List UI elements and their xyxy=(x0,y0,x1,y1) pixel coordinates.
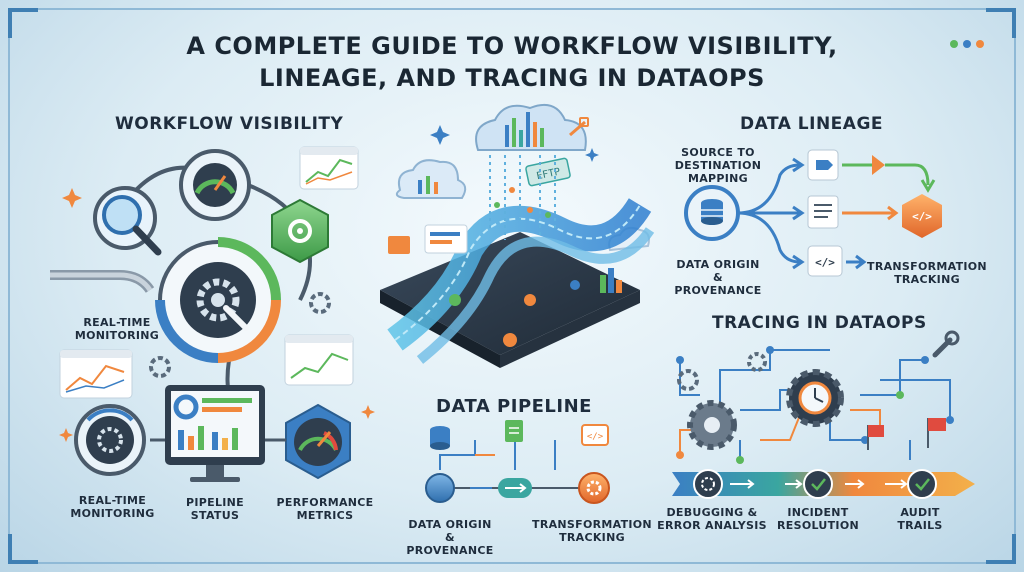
code-icon: </> xyxy=(581,424,609,446)
line-chart-card-icon xyxy=(59,349,133,399)
small-gear-icon xyxy=(677,352,767,391)
line-chart-card-icon xyxy=(284,334,354,386)
monitoring-gear-icon xyxy=(155,237,281,363)
pipeline-flow: </> xyxy=(425,420,610,504)
label-lineage-origin: DATA ORIGIN& PROVENANCE xyxy=(674,258,762,297)
frame-corner xyxy=(986,8,1016,38)
flag-icon xyxy=(927,418,946,448)
wrench-icon xyxy=(932,330,960,358)
label-pipeline-origin: DATA ORIGIN& PROVENANCE xyxy=(406,518,494,557)
tracing-title: TRACING IN DATAOPS xyxy=(712,313,927,333)
frame-corner xyxy=(8,8,38,38)
clock-gear-icon xyxy=(786,369,844,427)
performance-gauge-icon xyxy=(285,403,351,480)
frame-corner xyxy=(986,534,1016,564)
frame-corner xyxy=(8,534,38,564)
page-title: A COMPLETE GUIDE TO WORKFLOW VISIBILITY,… xyxy=(0,30,1024,94)
title-line-2: LINEAGE, AND TRACING IN DATAOPS xyxy=(259,64,765,92)
tag-icon: EFTP xyxy=(525,157,571,187)
tracing-graphic xyxy=(672,330,975,499)
database-icon xyxy=(430,426,450,450)
database-circle-icon xyxy=(684,185,740,241)
cloud-icon xyxy=(475,104,587,151)
workflow-visibility-title: WORKFLOW VISIBILITY xyxy=(115,114,344,134)
line-chart-card-icon xyxy=(299,146,359,190)
tracing-timeline xyxy=(672,469,975,499)
data-lineage-graphic: </> </> xyxy=(684,149,942,277)
svg-text:</>: </> xyxy=(912,210,932,223)
title-line-1: A COMPLETE GUIDE TO WORKFLOW VISIBILITY, xyxy=(186,32,838,60)
gauge-icon xyxy=(179,149,251,221)
document-icon xyxy=(505,420,523,442)
decorative-dots xyxy=(950,40,984,48)
cloud-icon xyxy=(395,159,467,199)
monitor-icon xyxy=(165,385,265,482)
code-hexagon-icon: </> xyxy=(902,194,942,238)
data-pipeline-title: DATA PIPELINE xyxy=(436,396,592,417)
svg-text:</>: </> xyxy=(815,256,835,269)
data-pipeline-graphic: EFTP xyxy=(380,104,655,504)
flag-icon xyxy=(867,425,884,450)
gear-icon xyxy=(687,400,737,450)
data-lineage-title: DATA LINEAGE xyxy=(740,114,884,134)
small-gear-icon xyxy=(149,292,331,378)
svg-text:</>: </> xyxy=(587,432,604,442)
realtime-gauge-icon xyxy=(74,404,146,476)
workflow-visibility-graphic xyxy=(50,146,375,482)
label-debugging: DEBUGGING &ERROR ANALYSIS xyxy=(657,506,767,532)
gear-hexagon-icon xyxy=(271,198,329,264)
magnifier-icon xyxy=(93,186,162,256)
